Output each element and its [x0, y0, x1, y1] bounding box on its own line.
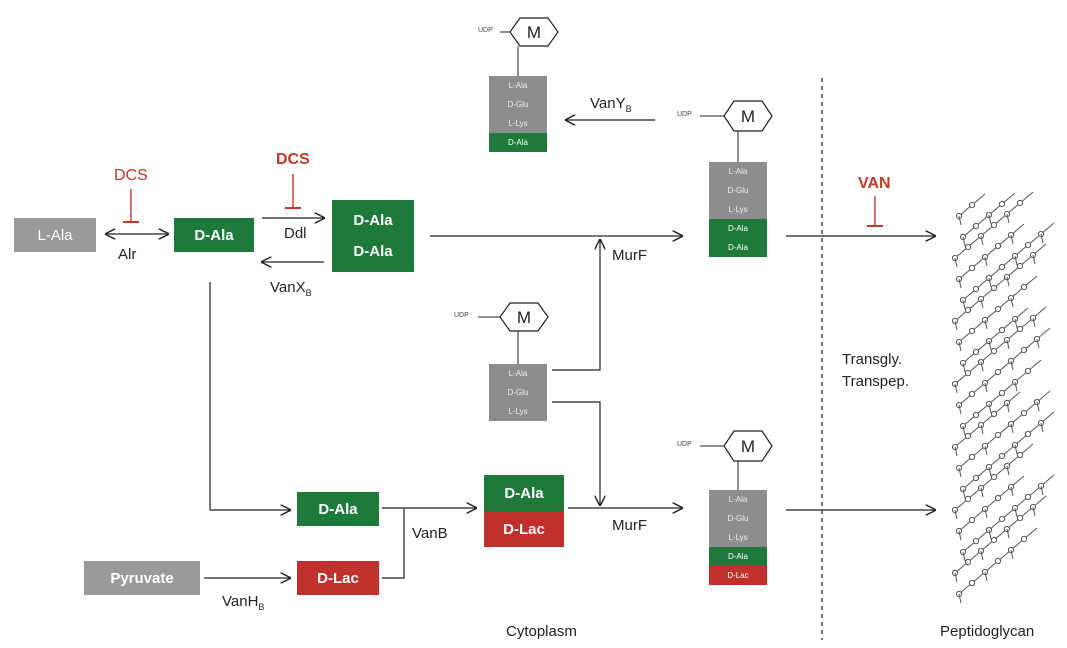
sugar-m-middle: M [494, 308, 554, 328]
udp-label-upper-right: UDP [677, 111, 692, 118]
dcs-inhibitor-1: DCS [114, 168, 148, 184]
precursor-upper-right-peptide: L-Ala D-Glu L-Lys D-Ala D-Ala [709, 162, 767, 257]
peptidoglycan-mesh [952, 192, 1054, 603]
dala-down-path [210, 282, 290, 510]
d-ala-d-ala-bottom: D-Ala [353, 243, 392, 260]
cytoplasm-label: Cytoplasm [506, 624, 577, 639]
alr-label: Alr [118, 247, 136, 262]
d-lac-lower-box: D-Lac [297, 561, 379, 595]
d-ala-box: D-Ala [174, 218, 254, 252]
udp-label-middle: UDP [454, 312, 469, 319]
d-ala-d-ala-box: D-Ala D-Ala [332, 200, 414, 272]
murf-upper-label: MurF [612, 248, 647, 263]
d-ala-lower-box: D-Ala [297, 492, 379, 526]
van-inhibitor: VAN [858, 176, 891, 192]
precursor-middle-peptide: L-Ala D-Glu L-Lys [489, 364, 547, 421]
murf-lower-label: MurF [612, 518, 647, 533]
precursor-lower-right-peptide: L-Ala D-Glu L-Lys D-Ala D-Lac [709, 490, 767, 585]
vanb-label: VanB [412, 526, 448, 541]
sugar-m-top: M [504, 23, 564, 43]
precursor-top-peptide: L-Ala D-Glu L-Lys D-Ala [489, 76, 547, 152]
sugar-m-upper-right: M [718, 107, 778, 127]
sugar-m-lower-right: M [718, 437, 778, 457]
peptidoglycan-label: Peptidoglycan [940, 624, 1034, 639]
transpep-label: Transpep. [842, 374, 909, 389]
udp-label-lower-right: UDP [677, 441, 692, 448]
udp-label-top: UDP [478, 27, 493, 34]
l-ala-box: L-Ala [14, 218, 96, 252]
d-ala-d-ala-top: D-Ala [353, 212, 392, 229]
vany-label: VanYB [590, 96, 632, 114]
dcs-inhibitor-2: DCS [276, 152, 310, 168]
precursor-up-branch [552, 240, 600, 370]
vanx-label: VanXB [270, 280, 312, 298]
d-ala-d-lac-top: D-Ala [484, 475, 564, 511]
ddl-label: Ddl [284, 226, 307, 241]
d-ala-d-lac-bottom: D-Lac [484, 511, 564, 547]
pyruvate-box: Pyruvate [84, 561, 200, 595]
transgly-label: Transgly. [842, 352, 902, 367]
vanb-merge-bottom [382, 508, 404, 578]
vanh-label: VanHB [222, 594, 264, 612]
